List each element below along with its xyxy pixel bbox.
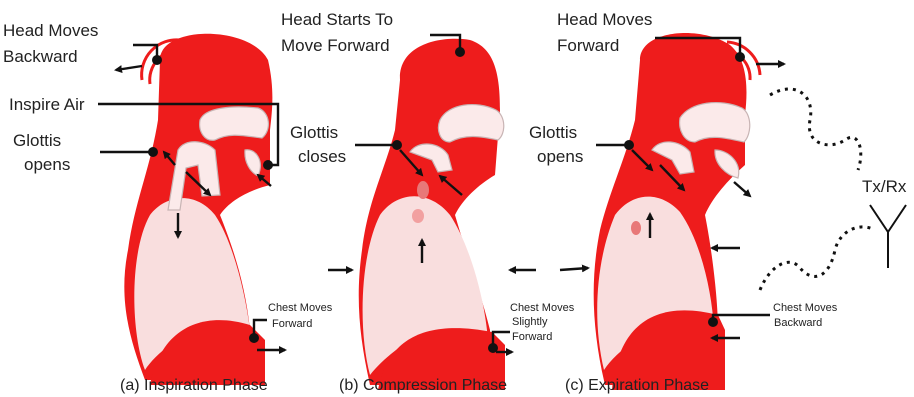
torso-figure-b: [359, 39, 505, 390]
label-chest-c-2: Backward: [774, 317, 822, 329]
panel-inspiration: Head Moves Backward Inspire Air Glottis …: [3, 21, 333, 394]
radio-link: Tx/Rx: [760, 89, 907, 290]
arrow-exhale-c: [734, 182, 750, 196]
label-head-moves-forward: Head Moves: [557, 10, 652, 29]
label-chest-a-1: Chest Moves: [268, 302, 333, 314]
label-glottis-closes-b: closes: [298, 147, 346, 166]
panel-compression: Head Starts To Move Forward Glottis clos…: [281, 10, 575, 394]
leader-chest-c: [713, 315, 770, 318]
wave-top: [770, 89, 861, 170]
dot-chest-a: [249, 333, 259, 343]
caption-c: (c) Expiration Phase: [565, 377, 709, 394]
dot-inspire-air: [263, 160, 273, 170]
label-chest-b-2: Slightly: [512, 316, 548, 328]
label-glottis-a: Glottis: [13, 131, 61, 150]
lung-dot-c: [631, 221, 641, 235]
dot-head-a: [152, 55, 162, 65]
label-forward: Forward: [557, 36, 619, 55]
torso-figure-a: [124, 34, 272, 385]
label-tx-rx: Tx/Rx: [862, 177, 907, 196]
arrow-back-c: [560, 268, 588, 270]
label-chest-a-2: Forward: [272, 318, 312, 330]
dot-glottis-c: [624, 140, 634, 150]
dot-chest-c: [708, 317, 718, 327]
label-chest-c-1: Chest Moves: [773, 302, 838, 314]
label-glottis-b: Glottis: [290, 123, 338, 142]
label-glottis-c: Glottis: [529, 123, 577, 142]
label-head-moves-backward: Head Moves: [3, 21, 98, 40]
label-head-starts: Head Starts To: [281, 10, 393, 29]
torso-figure-c: [594, 33, 750, 390]
arrow-head-backward: [116, 66, 142, 70]
dot-head-c: [735, 52, 745, 62]
label-inspire-air: Inspire Air: [9, 95, 85, 114]
dot-glottis-a: [148, 147, 158, 157]
label-chest-b-1: Chest Moves: [510, 302, 575, 314]
dot-glottis-b: [392, 140, 402, 150]
glottis-closed-b: [417, 181, 429, 199]
antenna-icon: [870, 205, 906, 268]
pressure-dot-b: [412, 209, 424, 223]
wave-bottom: [760, 227, 875, 290]
caption-a: (a) Inspiration Phase: [120, 377, 268, 394]
label-glottis-opens-a: opens: [24, 155, 70, 174]
label-head-moves-backward-2: Backward: [3, 47, 78, 66]
dot-head-b: [455, 47, 465, 57]
label-chest-b-3: Forward: [512, 331, 552, 343]
panel-expiration: Head Moves Forward Glottis opens Chest M…: [529, 10, 838, 394]
label-glottis-opens-c: opens: [537, 147, 583, 166]
label-move-forward: Move Forward: [281, 36, 390, 55]
caption-b: (b) Compression Phase: [339, 377, 507, 394]
